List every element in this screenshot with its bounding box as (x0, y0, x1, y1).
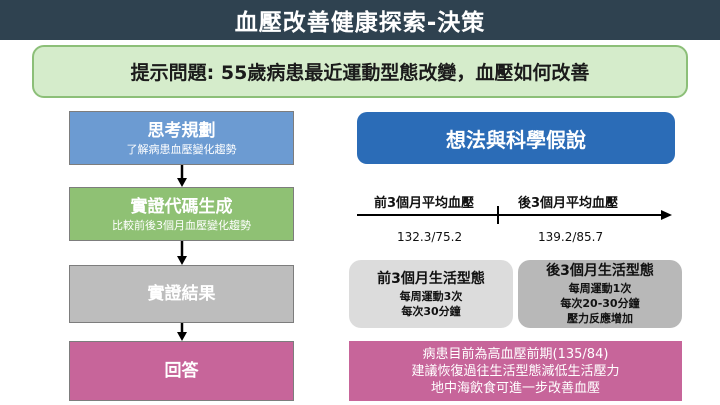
answer-box: 病患目前為高血壓前期(135/84) 建議恢復過往生活型態減低生活壓力 地中海飲… (349, 341, 682, 401)
timeline-axis (357, 206, 672, 224)
lifestyle-before-heading: 前3個月生活型態 (377, 270, 485, 287)
lifestyle-before-line: 每周運動3次 (399, 289, 463, 303)
step-answer: 回答 (69, 341, 294, 401)
after-period-label: 後3個月平均血壓 (518, 196, 619, 211)
step-code-label: 實證代碼生成 (130, 196, 233, 217)
before-period-label: 前3個月平均血壓 (374, 196, 475, 211)
step-plan: 思考規劃 了解病患血壓變化趨勢 (69, 111, 294, 165)
lifestyle-after-line: 每周運動1次 (568, 282, 632, 295)
question-box: 提示問題: 55歲病患最近運動型態改變，血壓如何改善 (32, 45, 688, 98)
lifestyle-after-line: 壓力反應增加 (567, 312, 633, 325)
flow-arrow-3 (177, 323, 187, 341)
question-text: 提示問題: 55歲病患最近運動型態改變，血壓如何改善 (130, 62, 590, 84)
step-result-label: 實證結果 (147, 284, 216, 304)
step-plan-sub: 了解病患血壓變化趨勢 (126, 142, 237, 156)
title-bar: 血壓改善健康探索-決策 (0, 0, 720, 40)
lifestyle-after-line: 每次20-30分鐘 (560, 297, 640, 310)
flow-arrow-1 (177, 165, 187, 187)
answer-line: 地中海飲食可進一步改善血壓 (430, 380, 600, 396)
lifestyle-after-box: 後3個月生活型態 每周運動1次 每次20-30分鐘 壓力反應增加 (518, 260, 682, 328)
step-plan-label: 思考規劃 (147, 120, 216, 141)
flow-arrow-2 (177, 241, 187, 265)
lifestyle-before-box: 前3個月生活型態 每周運動3次 每次30分鐘 (349, 260, 513, 328)
lifestyle-before-line: 每次30分鐘 (401, 304, 461, 318)
answer-line: 建議恢復過往生活型態減低生活壓力 (411, 363, 620, 379)
hypothesis-box: 想法與科學假說 (357, 112, 675, 164)
step-code-sub: 比較前後3個月血壓變化趨勢 (112, 218, 251, 232)
answer-line: 病患目前為高血壓前期(135/84) (422, 346, 609, 362)
page-title: 血壓改善健康探索-決策 (234, 10, 486, 36)
step-result: 實證結果 (69, 265, 294, 323)
lifestyle-after-heading: 後3個月生活型態 (546, 263, 654, 279)
before-bp-value: 132.3/75.2 (397, 230, 463, 244)
step-answer-label: 回答 (164, 361, 199, 381)
after-bp-value: 139.2/85.7 (538, 230, 604, 244)
step-code-generation: 實證代碼生成 比較前後3個月血壓變化趨勢 (69, 187, 294, 241)
hypothesis-label: 想法與科學假說 (446, 127, 586, 152)
